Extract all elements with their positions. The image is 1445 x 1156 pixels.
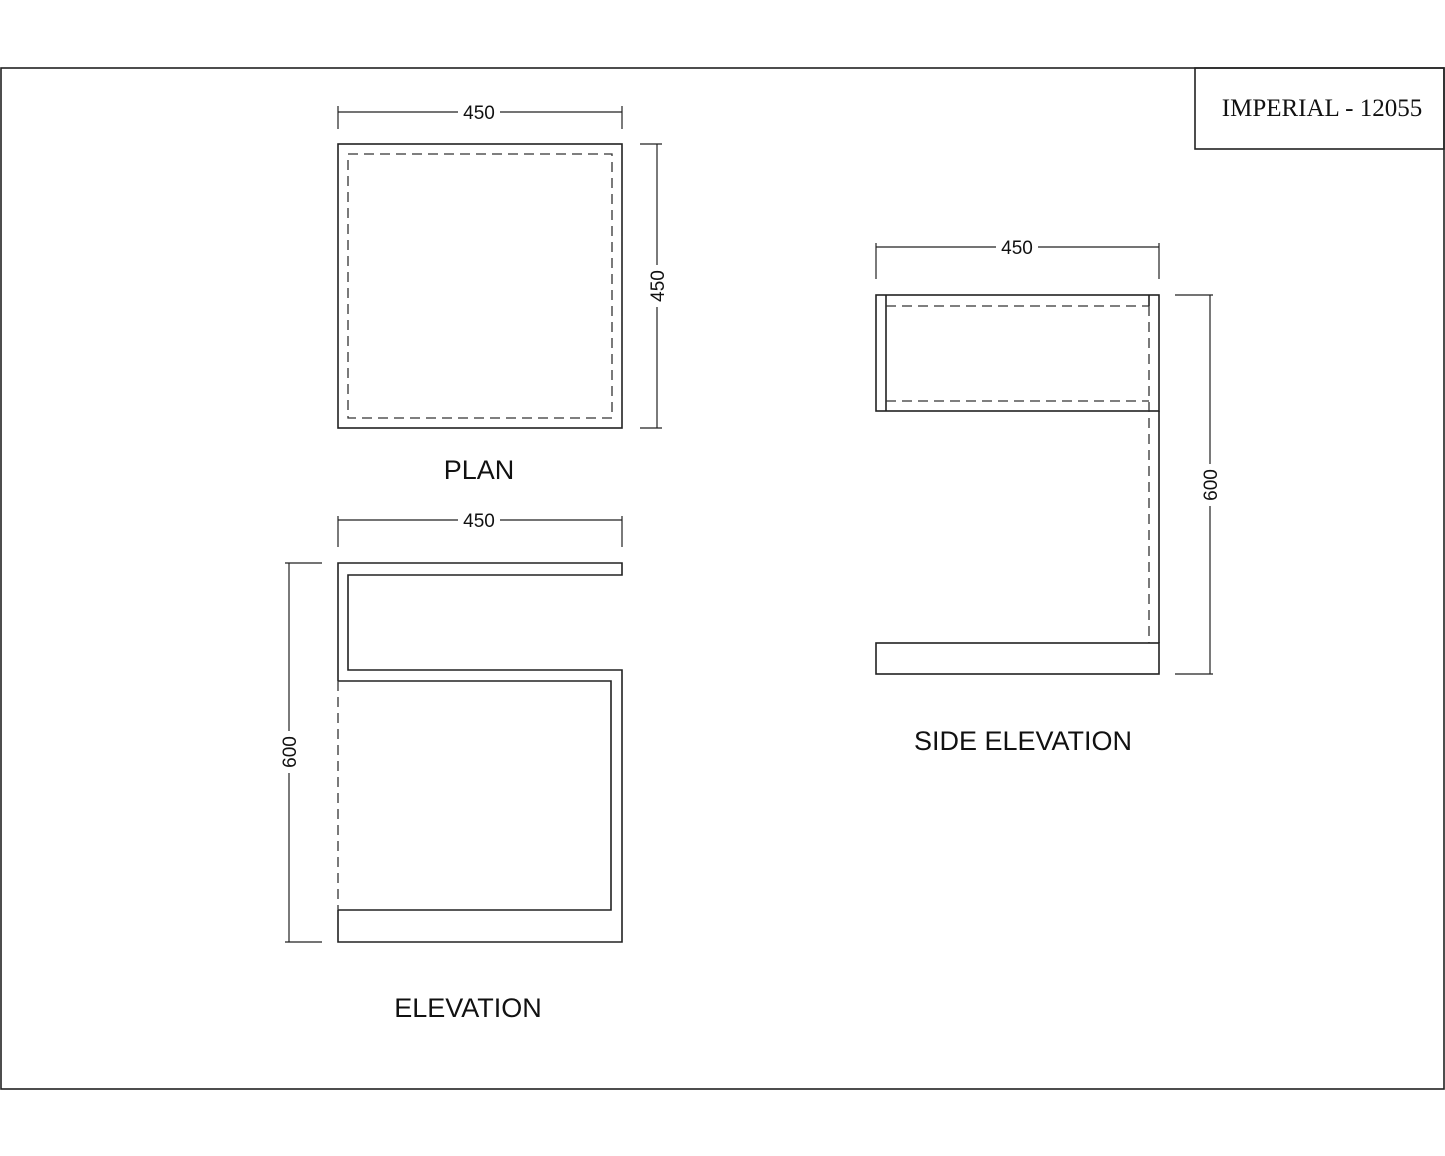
plan-outline [337,143,623,429]
elevation-inner [338,680,612,911]
side-height-text: 600 [1201,469,1222,501]
plan-depth-dimension: 450 [640,143,669,429]
elevation-view: 450 600 ELEVATION [278,508,623,1023]
plan-width-text: 450 [463,103,495,124]
elevation-outline [337,562,623,943]
elevation-height-dimension: 600 [278,562,322,943]
elevation-width-text: 450 [463,511,495,532]
side-top-box [875,294,1160,412]
plan-label: PLAN [444,455,515,485]
plan-width-dimension: 450 [337,100,623,129]
title-text: IMPERIAL - 12055 [1222,95,1422,122]
side-elevation-view: 450 600 SIDE ELEVATION [875,235,1222,756]
plan-view: 450 450 PLAN [337,100,669,485]
plan-hidden-lines [347,153,613,419]
title-block: IMPERIAL - 12055 [1194,67,1445,150]
side-height-dimension: 600 [1175,294,1222,675]
elevation-label: ELEVATION [394,993,542,1023]
side-width-text: 450 [1001,238,1033,259]
side-width-dimension: 450 [875,235,1160,279]
side-base [875,642,1160,675]
plan-depth-text: 450 [648,270,669,302]
sheet-border [0,67,1445,1090]
elevation-width-dimension: 450 [337,508,623,547]
side-elevation-label: SIDE ELEVATION [914,726,1132,756]
elevation-height-text: 600 [280,736,301,768]
